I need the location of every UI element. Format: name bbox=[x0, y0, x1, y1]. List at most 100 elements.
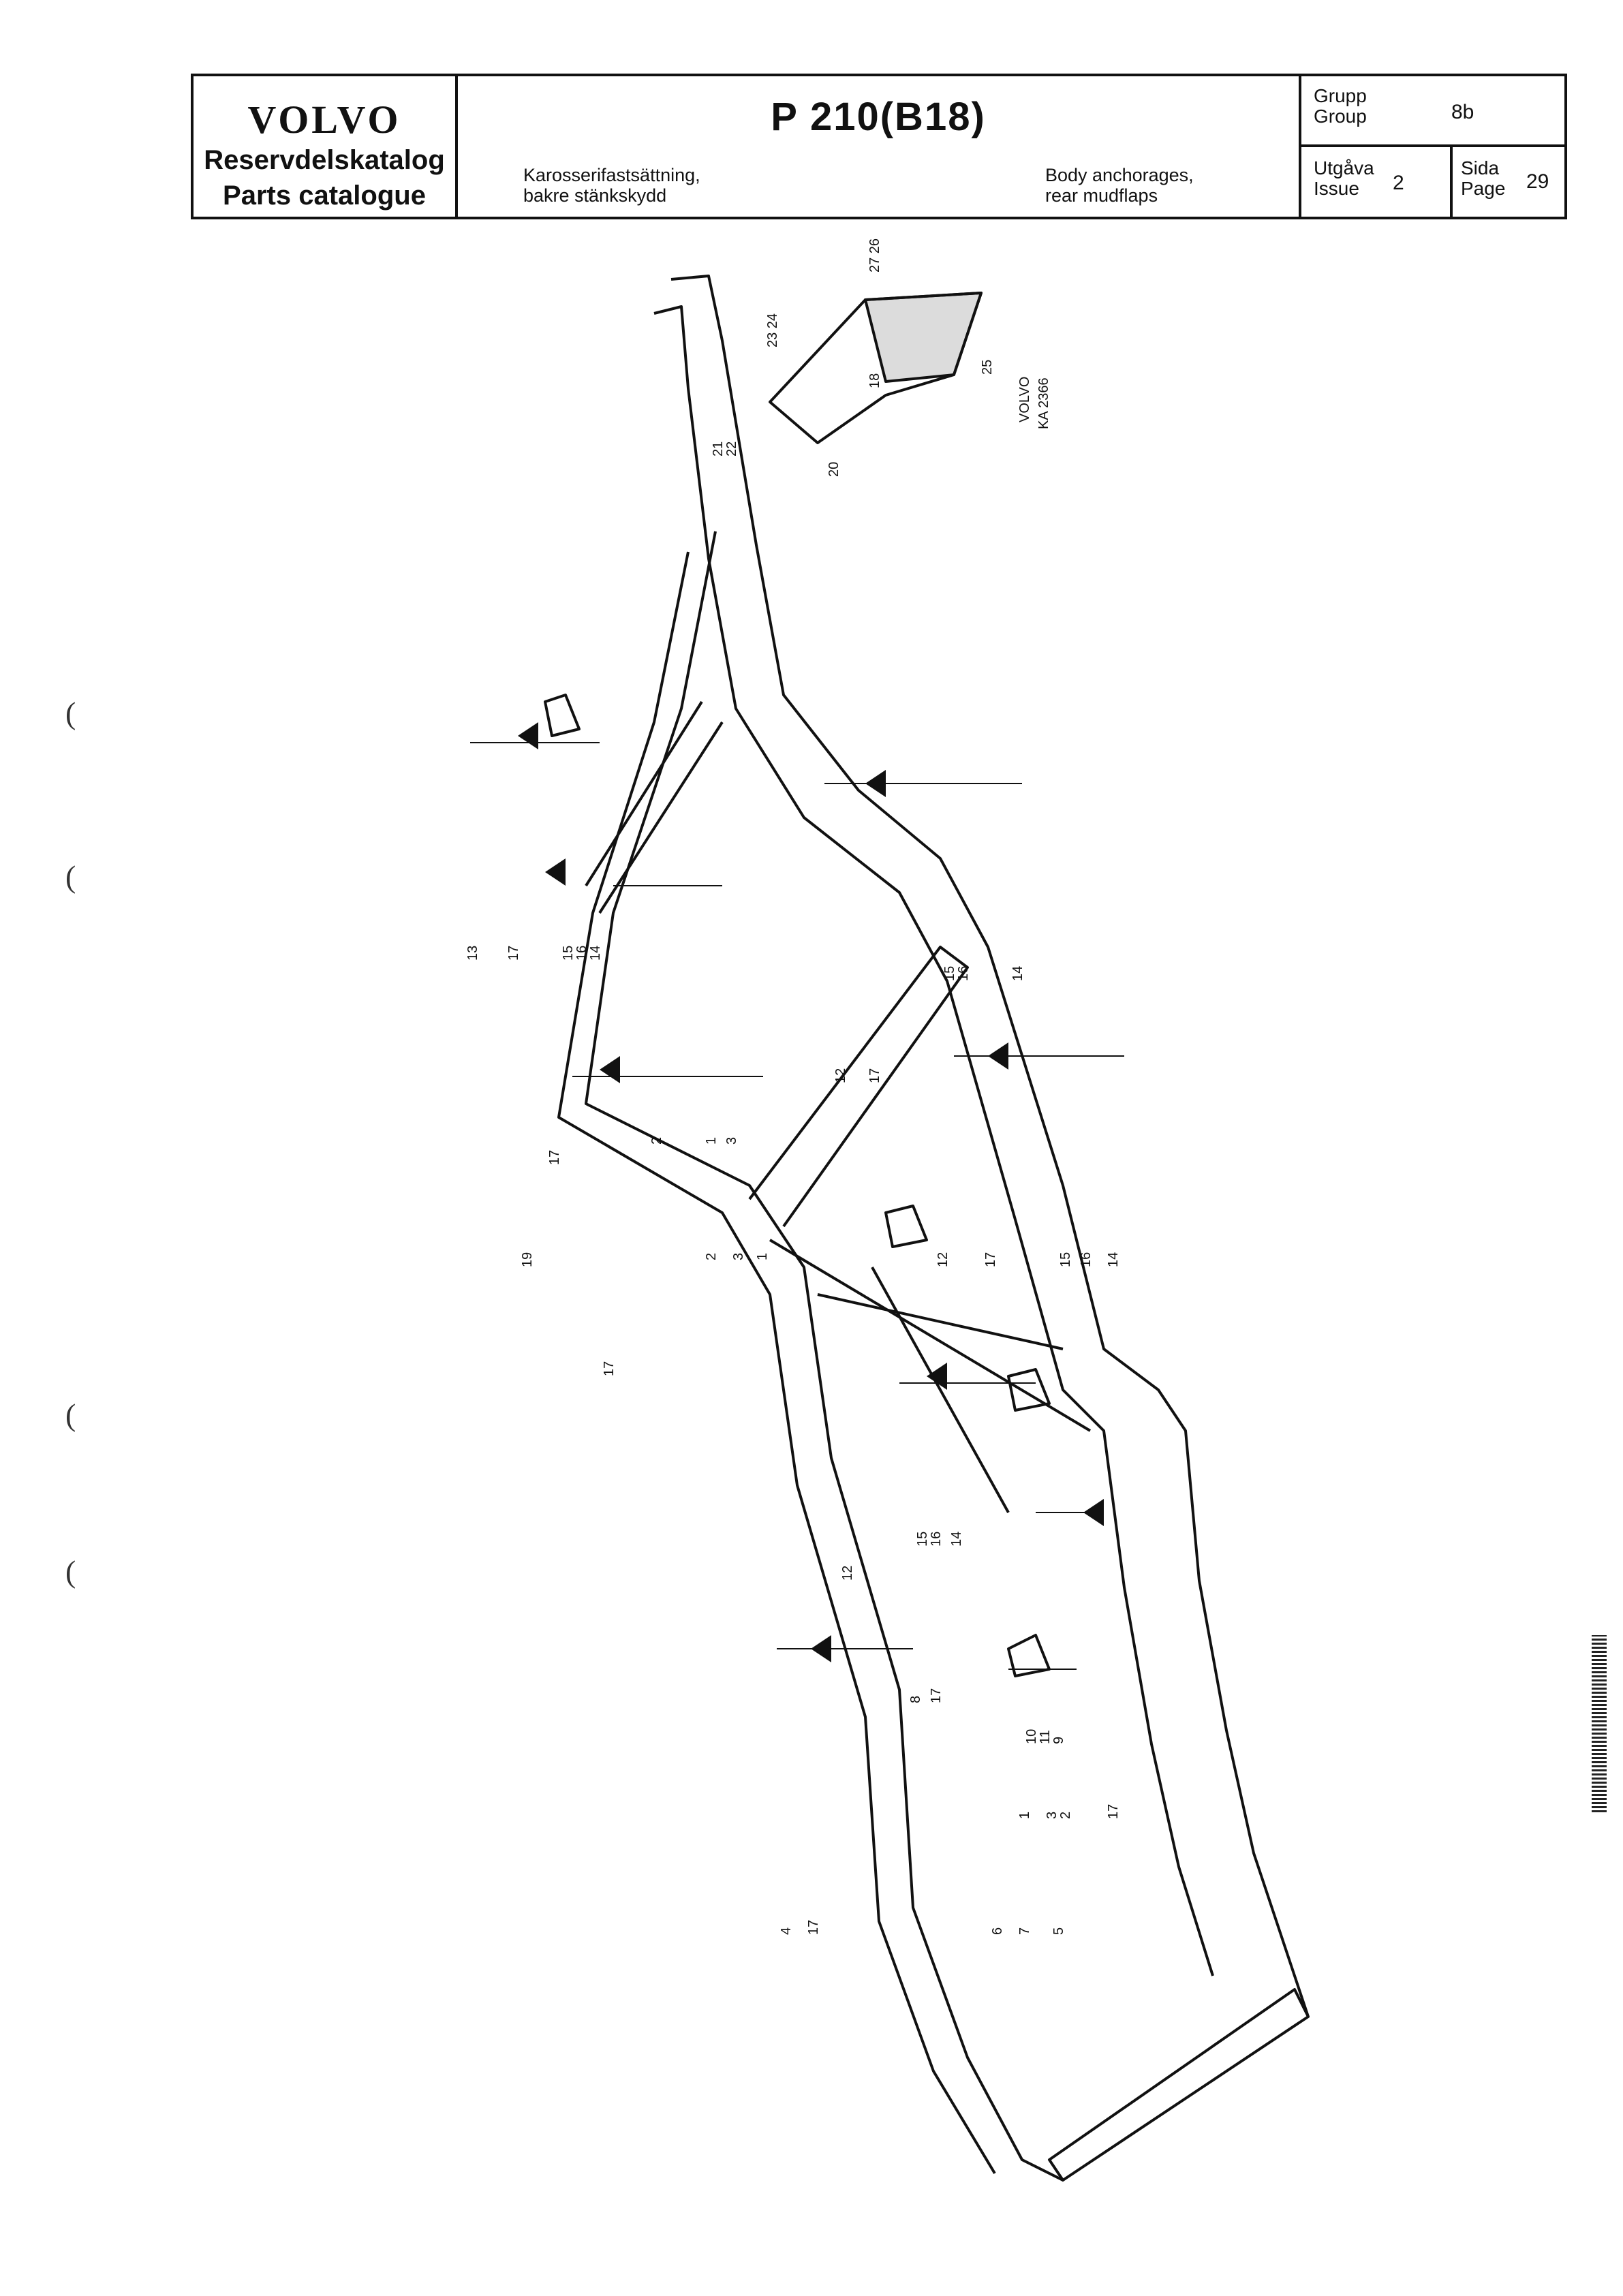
volvo-logo: VOLVO bbox=[247, 97, 401, 142]
part-callout: 14 bbox=[1106, 1252, 1121, 1267]
group-label: Grupp Group bbox=[1314, 86, 1367, 127]
part-callout: 17 bbox=[929, 1688, 944, 1703]
left-frame-rail bbox=[670, 275, 1310, 2017]
title-cell: P 210(B18) Karosserifastsättning, bakre … bbox=[458, 76, 1301, 217]
anchor-pad-17d bbox=[600, 1056, 620, 1083]
margin-mark: ( bbox=[65, 1554, 76, 1589]
mudflap bbox=[864, 292, 983, 383]
frame-outline bbox=[544, 275, 1310, 2182]
part-callout: 17 bbox=[983, 1252, 998, 1267]
page-value: 29 bbox=[1526, 170, 1549, 193]
anchor-pad-17b bbox=[545, 858, 566, 886]
part-callout: 8 bbox=[908, 1696, 923, 1703]
part-callout: 17 bbox=[506, 946, 521, 961]
part-callout: 18 bbox=[867, 373, 882, 388]
part-callout: 1 bbox=[1017, 1812, 1032, 1819]
bracket-a bbox=[544, 694, 581, 737]
part-callout: 9 bbox=[1051, 1737, 1066, 1744]
part-callout: 12 bbox=[833, 1068, 848, 1083]
section-title-en-line2: rear mudflaps bbox=[1045, 185, 1158, 206]
issue-label-sv: Utgåva bbox=[1314, 157, 1374, 179]
part-callout: 16 bbox=[574, 946, 589, 961]
part-callout: 14 bbox=[588, 946, 603, 961]
anchor-pads bbox=[518, 722, 1104, 1662]
bracket-b bbox=[1007, 1368, 1051, 1412]
meta-divider-horizontal bbox=[1301, 144, 1564, 147]
catalog-title-en: Parts catalogue bbox=[223, 181, 426, 211]
meta-cell: Grupp Group 8b Utgåva Issue 2 Sida Page … bbox=[1301, 76, 1564, 217]
part-callout: 16 bbox=[1079, 1252, 1094, 1267]
scan-edge-marker bbox=[1592, 1635, 1607, 1812]
part-callout: 12 bbox=[936, 1252, 950, 1267]
part-callout: 13 bbox=[465, 946, 480, 961]
issue-label-en: Issue bbox=[1314, 178, 1359, 199]
part-callout: 10 bbox=[1024, 1729, 1039, 1744]
catalog-header: VOLVO Reservdelskatalog Parts catalogue … bbox=[191, 74, 1567, 219]
part-callout: 2 bbox=[1058, 1812, 1073, 1819]
part-callout: 2 bbox=[649, 1137, 664, 1145]
part-callout: 20 bbox=[826, 462, 841, 477]
part-callout: 3 bbox=[731, 1253, 746, 1260]
part-callout: 2 bbox=[704, 1253, 719, 1260]
part-callout: 6 bbox=[990, 1927, 1005, 1935]
right-frame-rail-inner bbox=[557, 551, 996, 2175]
part-callout: 16 bbox=[929, 1532, 944, 1547]
part-callout: 16 bbox=[956, 966, 971, 981]
part-callout: 14 bbox=[949, 1532, 964, 1547]
drawing-ref-line1: VOLVO bbox=[1017, 377, 1032, 422]
anchor-pad-17a bbox=[518, 722, 538, 749]
catalog-title-sv: Reservdelskatalog bbox=[204, 145, 445, 175]
part-callout: 12 bbox=[840, 1566, 855, 1581]
part-callout: 3 bbox=[1045, 1812, 1060, 1819]
drawing-ref-line2: KA 2366 bbox=[1036, 377, 1051, 429]
right-frame-rail bbox=[585, 531, 1064, 2182]
brand-cell: VOLVO Reservdelskatalog Parts catalogue bbox=[194, 76, 458, 217]
group-value: 8b bbox=[1451, 101, 1474, 123]
section-title-en: Body anchorages, rear mudflaps bbox=[1045, 165, 1194, 206]
group-label-en: Group bbox=[1314, 106, 1367, 127]
x-brace bbox=[817, 1267, 1064, 1513]
part-callout: 1 bbox=[755, 1253, 770, 1260]
part-callout: 3 bbox=[724, 1137, 739, 1145]
part-callout: 4 bbox=[779, 1927, 794, 1935]
part-callout: 15 bbox=[1058, 1252, 1073, 1267]
bracket-c bbox=[884, 1205, 928, 1248]
part-callout: 15 bbox=[915, 1532, 930, 1547]
part-callout: 25 bbox=[980, 360, 995, 375]
part-callout: 14 bbox=[1010, 966, 1025, 981]
page-label: Sida Page bbox=[1461, 158, 1505, 199]
page-label-en: Page bbox=[1461, 178, 1506, 199]
part-callout: 17 bbox=[1106, 1804, 1121, 1819]
part-callout: 15 bbox=[561, 946, 576, 961]
rear-cross-member-2 bbox=[585, 700, 703, 887]
part-callout: 5 bbox=[1051, 1927, 1066, 1935]
part-callout: 17 bbox=[547, 1150, 562, 1165]
section-title-sv-line1: Karosserifastsättning, bbox=[523, 165, 700, 185]
issue-label: Utgåva Issue bbox=[1314, 158, 1374, 199]
part-callout: 1 bbox=[704, 1137, 719, 1145]
part-callout: 17 bbox=[602, 1361, 617, 1376]
margin-mark: ( bbox=[65, 696, 76, 730]
margin-mark: ( bbox=[65, 1397, 76, 1432]
section-title-sv: Karosserifastsättning, bakre stänkskydd bbox=[523, 165, 700, 206]
issue-value: 2 bbox=[1393, 172, 1404, 194]
part-callout: 15 bbox=[942, 966, 957, 981]
mid-cross-member bbox=[748, 946, 969, 1228]
part-callout: 27 26 bbox=[867, 238, 882, 273]
model-title: P 210(B18) bbox=[771, 95, 986, 139]
rear-cross-member bbox=[598, 721, 724, 914]
center-cross-member bbox=[769, 1239, 1092, 1432]
front-cross-member bbox=[1048, 1988, 1310, 2182]
part-callout: 17 bbox=[806, 1920, 821, 1935]
part-callout: 23 24 bbox=[765, 313, 780, 347]
part-callout: 21 bbox=[711, 441, 726, 456]
section-title-en-line1: Body anchorages, bbox=[1045, 165, 1194, 185]
drawing-reference: VOLVO KA 2366 bbox=[1017, 377, 1051, 429]
part-callout: 7 bbox=[1017, 1927, 1032, 1935]
part-callout: 17 bbox=[867, 1068, 882, 1083]
section-title-sv-line2: bakre stänkskydd bbox=[523, 185, 667, 206]
part-callout: 11 bbox=[1038, 1730, 1053, 1744]
meta-divider-vertical bbox=[1450, 144, 1453, 217]
